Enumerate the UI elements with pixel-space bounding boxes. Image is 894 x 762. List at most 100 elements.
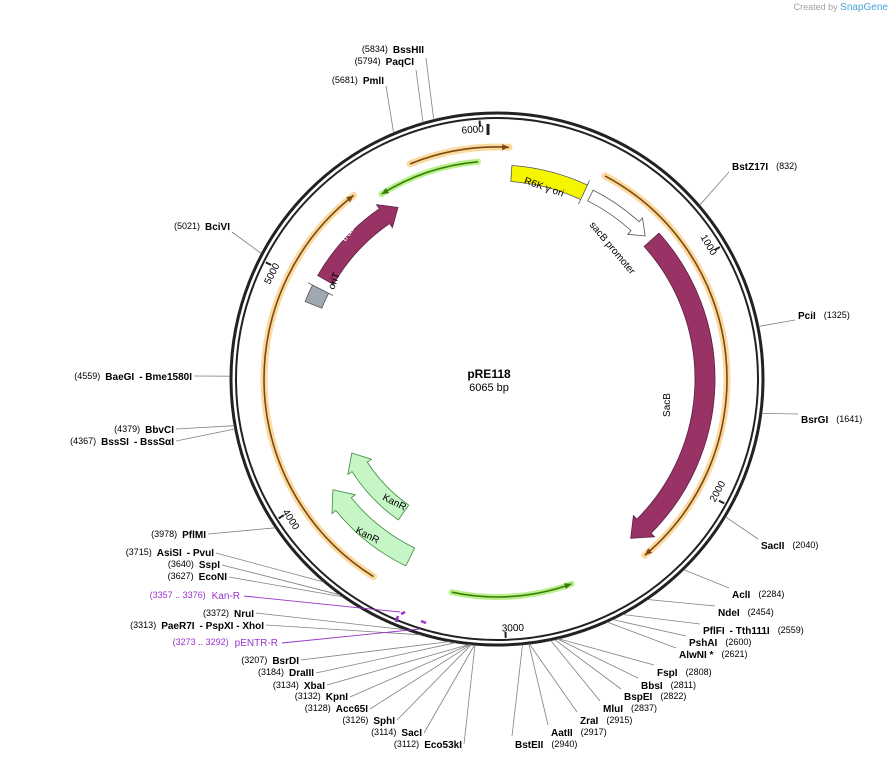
site-label[interactable]: (3184)DraIII	[258, 667, 314, 678]
site-leader-line	[758, 319, 796, 327]
site-leader-line	[423, 644, 475, 734]
site-label[interactable]: BbsI(2811)	[641, 680, 696, 691]
site-label[interactable]: BsrGI(1641)	[801, 414, 862, 425]
site-leader-line	[396, 644, 472, 721]
site-label[interactable]: BstZ17I(832)	[732, 161, 797, 172]
site-name: BstEII	[515, 740, 544, 751]
feature-sacb[interactable]	[630, 232, 716, 539]
feature-kanr-outer[interactable]	[331, 489, 416, 567]
site-label[interactable]: (4379)BbvCI	[114, 424, 174, 435]
feature-sacb-promoter[interactable]	[587, 189, 646, 237]
site-label[interactable]: (4559)BaeGI- Bme1580I	[74, 371, 192, 382]
feature-r6k-ori[interactable]	[510, 165, 590, 205]
site-name: EcoNI	[199, 572, 228, 583]
primer-arc-right[interactable]	[604, 175, 728, 556]
site-position: (2621)	[721, 649, 747, 659]
site-label[interactable]: (5834)BssHII	[362, 44, 424, 55]
site-label[interactable]: (3126) SphI	[342, 715, 395, 726]
site-label[interactable]: NdeI(2454)	[718, 607, 774, 618]
site-leader-line	[300, 641, 450, 661]
feature-traj[interactable]	[317, 204, 399, 286]
site-leader-line	[683, 569, 730, 589]
tick-mark	[265, 261, 272, 266]
site-label[interactable]: (3112)Eco53kI	[394, 739, 462, 750]
site-label[interactable]: (5794) PaqCI	[355, 56, 415, 67]
site-position: (2559)	[778, 625, 804, 635]
primer-arc-left[interactable]	[263, 194, 374, 578]
site-leader-line	[529, 643, 578, 713]
site-name: AlwNI *	[679, 650, 714, 661]
tick-label: 2000	[708, 479, 729, 504]
site-label[interactable]: (3132)KpnI	[295, 691, 348, 702]
site-label[interactable]: AatII(2917)	[551, 727, 607, 738]
tick-label: 3000	[502, 623, 525, 635]
site-leader-line	[265, 624, 421, 636]
feature-layer	[260, 143, 731, 600]
site-label[interactable]: AlwNI * (2621)	[679, 649, 747, 660]
site-leader-line	[215, 552, 324, 583]
site-label[interactable]: (3313)PaeR7I- PspXI - XhoI	[130, 620, 264, 631]
site-name: BstZ17I	[732, 162, 768, 173]
site-label[interactable]: AclI(2284)	[732, 589, 784, 600]
site-label[interactable]: (3372)NruI	[203, 608, 254, 619]
site-label[interactable]: ZraI(2915)	[580, 715, 632, 726]
site-leader-line	[554, 639, 622, 690]
site-leader-line	[326, 644, 470, 686]
site-label[interactable]: (3640)SspI	[168, 559, 220, 570]
label-layer: (5834)BssHII(5794) PaqCI(5681)PmlI (5021)B…	[70, 44, 862, 750]
site-label[interactable]: (3715)AsiSI- PvuI	[126, 547, 214, 558]
site-label[interactable]: PflFI- Tth111I(2559)	[703, 625, 804, 636]
site-label[interactable]: (4367)BssSI- BssSαI	[70, 436, 174, 447]
primer-arc-top[interactable]	[409, 146, 510, 165]
primer-leader-line	[281, 628, 421, 644]
site-leader-line	[385, 85, 394, 133]
site-label[interactable]: BspEI(2822)	[624, 691, 686, 702]
site-leader-line	[415, 69, 424, 123]
site-label[interactable]: (3134)XbaI	[273, 680, 325, 691]
green-arc-top-head	[381, 187, 389, 195]
site-label[interactable]: SacII(2040)	[761, 540, 818, 551]
feature-orit[interactable]	[304, 282, 334, 309]
site-name: BbsI	[641, 681, 663, 692]
site-position: (2940)	[551, 739, 577, 749]
site-leader-line	[315, 642, 456, 674]
site-label[interactable]: PshAI(2600)	[689, 637, 751, 648]
site-label[interactable]: (5021)BciVI	[174, 221, 230, 232]
site-position: (3184)	[258, 667, 284, 677]
primer-label[interactable]: (3357 .. 3376)Kan-R	[150, 590, 240, 601]
site-name: FspI	[657, 668, 678, 679]
plasmid-size: 6065 bp	[469, 382, 509, 394]
site-leader-line	[612, 619, 687, 637]
site-label[interactable]: (3207)BsrDI	[241, 655, 299, 666]
feature-kanr-inner[interactable]	[347, 452, 410, 521]
site-name: PaqCI	[386, 57, 415, 68]
site-name: NruI	[234, 609, 254, 620]
site-name: Eco53kI	[424, 740, 462, 751]
site-label[interactable]: (3627)EcoNI	[168, 571, 228, 582]
site-leader-line	[369, 644, 471, 710]
green-arc-top-glow	[378, 158, 481, 198]
site-leader-line	[607, 621, 677, 649]
primer-label[interactable]: (3273 .. 3292)pENTR-R	[173, 637, 278, 648]
site-label[interactable]: FspI (2808)	[657, 667, 712, 678]
site-label[interactable]: (3128)Acc65I	[305, 703, 368, 714]
tick-mark	[278, 514, 285, 520]
site-label[interactable]: (5681)PmlI	[332, 75, 384, 86]
site-name: SphI	[373, 716, 395, 727]
site-label[interactable]: MluI(2837)	[603, 703, 657, 714]
site-position: (2808)	[686, 667, 712, 677]
site-label[interactable]: (3978)PflMI	[151, 529, 206, 540]
site-position: (3126)	[342, 715, 368, 725]
primer-arc-left-head	[346, 195, 354, 203]
site-label[interactable]: PciI(1325)	[798, 310, 850, 321]
site-label[interactable]: BstEII (2940)	[515, 739, 577, 750]
site-leader-line	[558, 638, 655, 666]
primer-mark-kan-r	[394, 610, 406, 623]
green-arc-top[interactable]	[381, 161, 479, 195]
site-name: PflMI	[182, 530, 206, 541]
site-leader-line	[255, 612, 406, 631]
green-arc-bottom[interactable]	[451, 583, 572, 598]
site-leader-line	[647, 599, 716, 607]
site-position: (5794)	[355, 56, 381, 66]
site-label[interactable]: (3114)SacI	[371, 727, 422, 738]
